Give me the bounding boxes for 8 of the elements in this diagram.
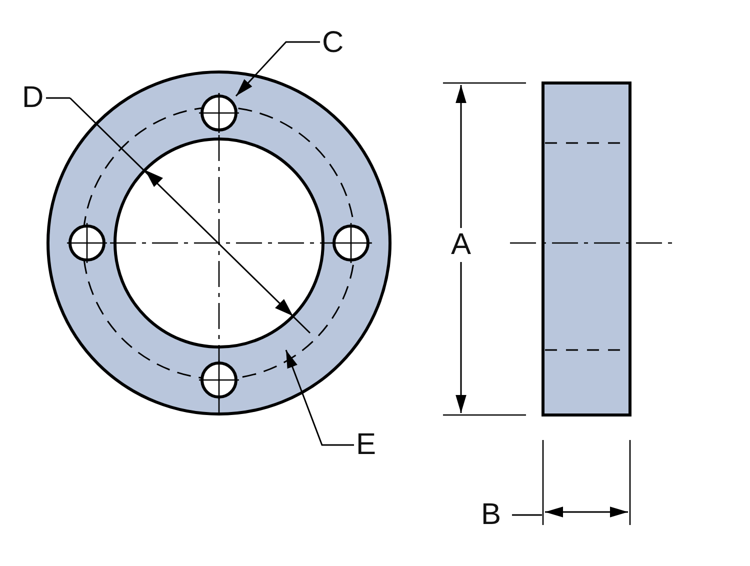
- leader-line: [235, 41, 320, 96]
- dimension-label: A: [451, 230, 472, 260]
- callout-letter: C: [322, 28, 344, 58]
- leader-line: [46, 97, 70, 99]
- leader-line: [285, 350, 354, 446]
- callout-letter: D: [22, 83, 44, 113]
- dimension-label: B: [481, 500, 502, 530]
- callout-letter: E: [356, 430, 376, 460]
